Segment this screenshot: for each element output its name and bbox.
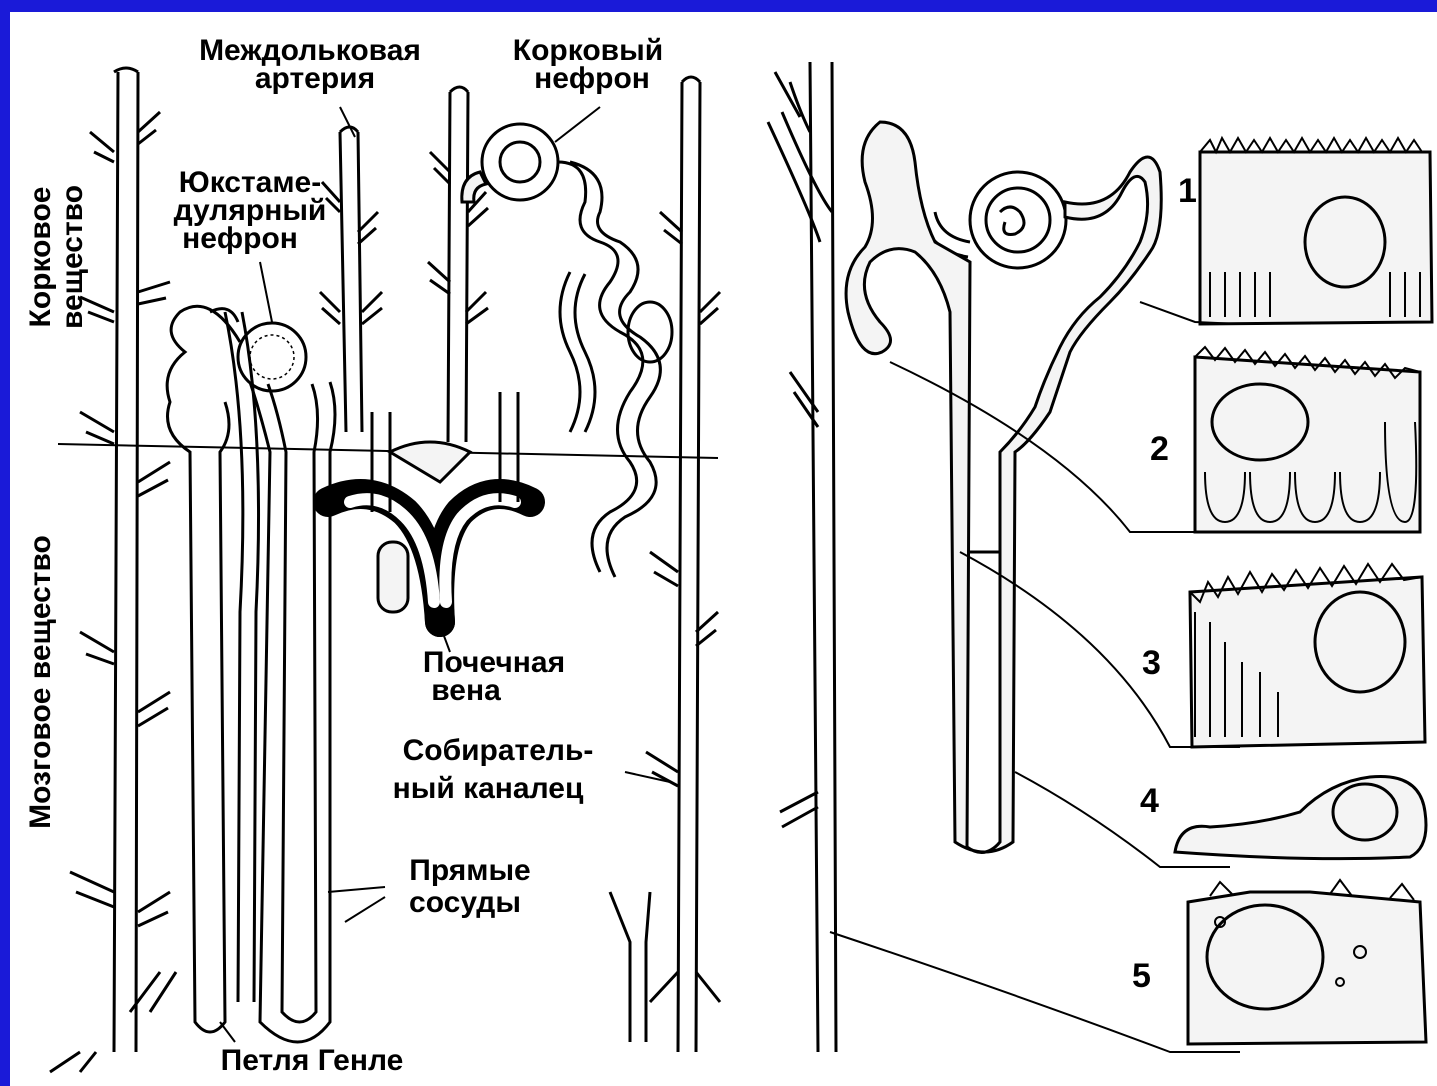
label-cortex-2: вещество [56, 185, 89, 329]
label-vasa-recta-2: сосуды [409, 886, 521, 919]
label-collecting-duct-1: Собиратель- [403, 734, 594, 767]
figure-panel: Междольковая артерия Корковый нефрон Юкс… [10, 12, 1437, 1086]
detailed-nephron [846, 122, 1161, 852]
cell-2 [1195, 347, 1420, 532]
epithelial-cells [1175, 138, 1432, 1044]
collecting-duct [768, 62, 836, 1052]
label-renal-vein-2: вена [431, 674, 501, 707]
cell-number-2: 2 [1150, 430, 1169, 468]
juxtamedullary-nephron [167, 306, 335, 1042]
cell-number-4: 4 [1140, 782, 1159, 820]
label-henle-loop: Петля Генле [221, 1044, 404, 1077]
cell-number-5: 5 [1132, 957, 1151, 995]
label-vasa-recta-1: Прямые [409, 854, 531, 887]
kidney-nephron-diagram: Междольковая артерия Корковый нефрон Юкс… [10, 12, 1437, 1086]
cell-number-3: 3 [1142, 644, 1161, 682]
label-medulla: Мозговое вещество [24, 535, 57, 829]
label-collecting-duct-2: ный каналец [393, 772, 584, 805]
cell-5 [1188, 880, 1426, 1044]
label-cortex-1: Корковое [24, 187, 57, 328]
label-juxtamedullary-3: нефрон [182, 222, 298, 255]
cell-4 [1175, 776, 1426, 858]
label-cortical-nephron-2: нефрон [534, 62, 650, 95]
label-interlobular-artery-2: артерия [255, 62, 375, 95]
diagram-labels: Междольковая артерия Корковый нефрон Юкс… [24, 34, 1197, 1077]
cell-1 [1200, 138, 1432, 324]
cell-3 [1190, 564, 1425, 747]
cell-number-1: 1 [1178, 172, 1197, 210]
renal-vein [328, 392, 530, 622]
